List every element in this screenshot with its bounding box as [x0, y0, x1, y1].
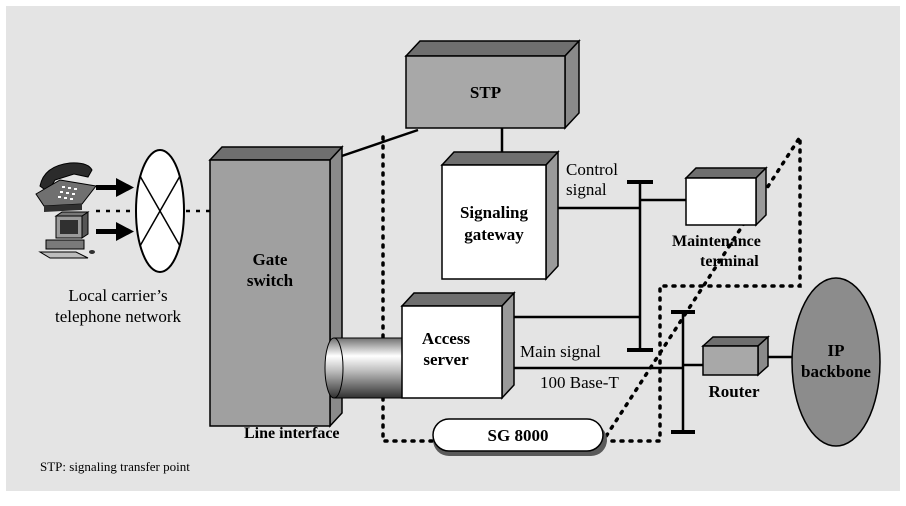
local-network-ellipse — [135, 149, 185, 273]
footnote: STP: signaling transfer point — [40, 459, 190, 474]
router-box — [701, 335, 770, 377]
maintenance-terminal-box — [684, 166, 768, 227]
connection-lines — [329, 128, 792, 432]
signaling-gateway-label-line1: Signaling — [460, 203, 529, 222]
computer-icon — [38, 211, 95, 259]
sg8000-pill: SG 8000 — [432, 418, 607, 456]
ip-backbone-label-line1: IP — [828, 341, 845, 360]
gate-switch-label-line1: Gate — [253, 250, 288, 269]
line-interface-label: Line interface — [244, 425, 340, 442]
stp-label: STP — [470, 83, 501, 102]
gate-switch-box: Gate switch — [208, 145, 344, 428]
access-server-label-line2: server — [423, 350, 469, 369]
bus-endcaps — [627, 180, 695, 434]
line-interface-cable — [324, 337, 402, 399]
gate-switch-label-line2: switch — [247, 271, 294, 290]
sg8000-label: SG 8000 — [488, 426, 549, 445]
base-t-label: 100 Base-T — [540, 373, 619, 392]
access-server-label-line1: Access — [422, 329, 471, 348]
local-network-label-line2: telephone network — [55, 307, 182, 326]
stp-box: STP — [404, 39, 581, 130]
maintenance-terminal-label-line2: terminal — [700, 253, 759, 270]
local-network-label-line1: Local carrier’s — [68, 286, 167, 305]
telephone-icon — [35, 162, 97, 212]
signaling-gateway-label-line2: gateway — [464, 225, 524, 244]
control-signal-label-line2: signal — [566, 180, 607, 199]
maintenance-terminal-label-line1: Maintenance — [672, 233, 761, 250]
arrow-icon — [96, 178, 134, 241]
access-server-box: Access server — [400, 291, 516, 400]
ip-backbone-cloud — [791, 277, 881, 447]
control-signal-label-line1: Control — [566, 160, 618, 179]
main-signal-label: Main signal — [520, 342, 601, 361]
sg8000-boundary — [381, 131, 802, 443]
signaling-gateway-box: Signaling gateway — [440, 150, 560, 281]
router-label: Router — [709, 382, 760, 401]
ip-backbone-label-line2: backbone — [801, 362, 871, 381]
